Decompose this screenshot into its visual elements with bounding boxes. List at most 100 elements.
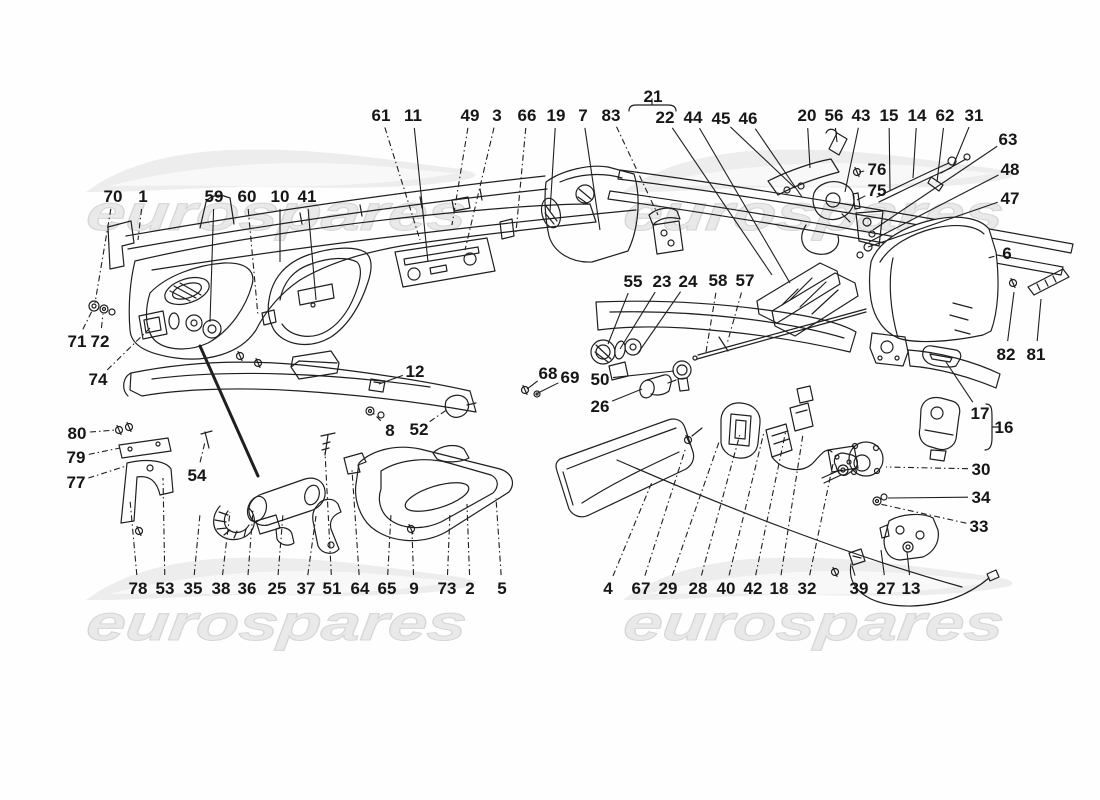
leader-line-65 (387, 513, 392, 576)
leader-line-45 (730, 126, 796, 189)
leader-line-57 (726, 292, 743, 345)
callout-label-44: 44 (684, 108, 703, 127)
callout-label-22: 22 (656, 108, 675, 127)
leader-line-74 (106, 327, 151, 371)
leader-line-75 (856, 195, 866, 201)
callout-label-76: 76 (868, 160, 887, 179)
callout-label-5: 5 (497, 579, 506, 598)
leader-line-34 (887, 496, 969, 499)
left-brackets (114, 421, 213, 537)
leader-line-69 (537, 382, 559, 394)
callout-label-77: 77 (67, 473, 86, 492)
callout-label-83: 83 (602, 106, 621, 125)
callout-label-13: 13 (902, 579, 921, 598)
callout-label-1: 1 (138, 187, 147, 206)
callout-label-21: 21 (644, 87, 663, 106)
callout-label-16: 16 (995, 418, 1014, 437)
callout-label-63: 63 (999, 130, 1018, 149)
callout-label-12: 12 (406, 362, 425, 381)
leader-line-20 (807, 127, 811, 169)
callout-label-61: 61 (372, 106, 391, 125)
callout-label-56: 56 (825, 106, 844, 125)
leader-line-19 (549, 127, 556, 213)
leader-line-81 (1036, 298, 1042, 342)
leader-line-44 (699, 127, 791, 284)
callout-label-34: 34 (972, 488, 991, 507)
callout-label-73: 73 (438, 579, 457, 598)
leader-line-23 (619, 291, 656, 350)
callout-label-58: 58 (709, 271, 728, 290)
callout-label-36: 36 (238, 579, 257, 598)
callout-label-69: 69 (561, 368, 580, 387)
lighter-assembly (591, 339, 691, 400)
glovebox-door (870, 217, 1001, 388)
callout-label-31: 31 (965, 106, 984, 125)
leader-line-73 (446, 511, 451, 576)
callout-label-52: 52 (410, 420, 429, 439)
knee-rail (124, 351, 476, 412)
leader-line-62 (936, 127, 945, 183)
leader-line-11 (413, 127, 429, 263)
callout-label-70: 70 (104, 187, 123, 206)
callout-label-24: 24 (679, 272, 698, 291)
leader-line-79 (88, 447, 121, 455)
callout-label-8: 8 (385, 421, 394, 440)
leader-line-49 (451, 127, 469, 226)
leader-line-5 (495, 497, 502, 576)
leader-line-54 (199, 441, 206, 463)
callout-label-4: 4 (603, 579, 613, 598)
leader-line-27 (880, 549, 885, 576)
leader-line-77 (88, 465, 127, 479)
leader-line-55 (607, 292, 629, 345)
callout-label-25: 25 (268, 579, 287, 598)
leader-line-82 (1007, 291, 1015, 342)
callout-label-68: 68 (539, 364, 558, 383)
leader-line-61 (384, 127, 421, 241)
callout-label-43: 43 (852, 106, 871, 125)
callout-label-46: 46 (739, 109, 758, 128)
leader-line-60 (247, 208, 259, 317)
radio-unit (395, 238, 495, 287)
side-trim-rails (608, 170, 1073, 275)
leader-line-42 (755, 429, 787, 576)
leader-line-22 (671, 127, 773, 276)
callout-label-37: 37 (297, 579, 316, 598)
callout-label-7: 7 (578, 106, 587, 125)
leader-line-36 (247, 509, 254, 576)
callout-label-19: 19 (547, 106, 566, 125)
heater-and-switch-parts (200, 346, 366, 553)
leader-line-25 (277, 513, 284, 576)
dashboard-body (129, 204, 596, 359)
callout-label-14: 14 (908, 106, 927, 125)
leader-line-64 (351, 469, 360, 576)
leader-line-37 (307, 515, 317, 576)
leader-line-35 (193, 513, 201, 576)
leader-line-52 (429, 408, 449, 423)
cowl-panel (500, 166, 638, 262)
callout-label-30: 30 (972, 460, 991, 479)
lock-bracket-cable (830, 514, 1000, 606)
callout-label-75: 75 (868, 181, 887, 200)
leader-line-80 (89, 429, 117, 433)
leader-line-78 (129, 499, 138, 576)
callout-label-33: 33 (970, 517, 989, 536)
callout-label-40: 40 (717, 579, 736, 598)
callout-label-35: 35 (184, 579, 203, 598)
callout-label-71: 71 (68, 332, 87, 351)
leader-line-46 (754, 128, 803, 198)
callout-label-29: 29 (659, 579, 678, 598)
pocket-tray (356, 446, 513, 541)
callout-label-6: 6 (1002, 244, 1011, 263)
callout-label-41: 41 (298, 187, 317, 206)
leader-line-72 (100, 313, 104, 329)
callout-label-17: 17 (971, 404, 990, 423)
glove-lid (556, 419, 702, 517)
callout-label-66: 66 (518, 106, 537, 125)
callout-label-15: 15 (880, 106, 899, 125)
callout-label-67: 67 (632, 579, 651, 598)
callout-label-79: 79 (67, 448, 86, 467)
leader-line-17 (945, 361, 974, 403)
callout-label-48: 48 (1001, 160, 1020, 179)
